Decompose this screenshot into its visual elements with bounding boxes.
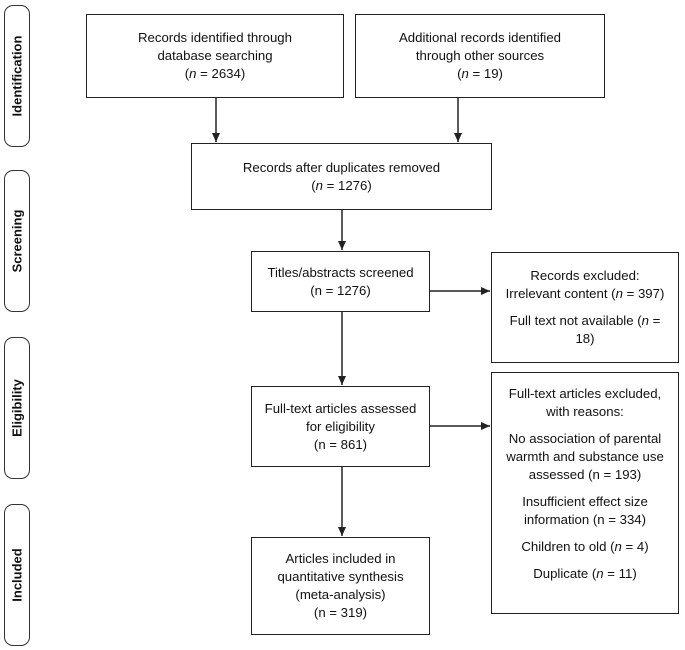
records-excluded-fulltext-count: 18) [575, 331, 595, 346]
fulltext-excluded-reason1-l2: warmth and substance use [506, 449, 664, 464]
fulltext-excluded-reason1-l1: No association of parental [508, 431, 662, 446]
fulltext-excluded-title2: with reasons: [546, 404, 624, 419]
phase-screening: Screening [4, 170, 30, 312]
fulltext-excluded-title1: Full-text articles excluded, [508, 386, 662, 401]
duplicates-removed-count: (n = 1276) [311, 177, 372, 193]
other-sources-line1: Additional records identified [398, 30, 561, 45]
duplicates-removed-line1: Records after duplicates removed [242, 159, 441, 175]
included-line1: Articles included in [285, 551, 396, 566]
phase-eligibility: Eligibility [4, 337, 30, 479]
db-search-count: (n = 2634) [184, 66, 246, 81]
fulltext-assessed-count: (n = 861) [313, 436, 368, 452]
fulltext-excluded-reason2-l1: Insufficient effect size [522, 494, 648, 509]
screened-count: (n = 1276) [310, 282, 371, 298]
box-titles-screened: Titles/abstracts screened (n = 1276) [251, 251, 430, 312]
fulltext-assessed-line1: Full-text articles assessed [264, 400, 417, 416]
other-sources-count: (n = 19) [457, 66, 503, 81]
included-line3: (meta-analysis) [295, 587, 386, 602]
box-fulltext-excluded: Full-text articles excluded, with reason… [491, 372, 679, 614]
included-line2: quantitative synthesis [277, 569, 404, 584]
fulltext-excluded-reason4: Duplicate (n = 11) [533, 566, 637, 581]
screened-line1: Titles/abstracts screened [267, 264, 414, 280]
records-excluded-fulltext: Full text not available (n = [509, 313, 661, 328]
records-excluded-irrelevant: Irrelevant content (n = 397) [505, 286, 665, 301]
box-duplicates-removed: Records after duplicates removed (n = 12… [191, 143, 492, 210]
db-search-line1: Records identified through [138, 30, 292, 45]
fulltext-excluded-reason2-l2: information (n = 334) [523, 512, 647, 527]
records-excluded-title: Records excluded: [530, 268, 640, 283]
box-fulltext-assessed: Full-text articles assessed for eligibil… [251, 386, 430, 467]
other-sources-line2: through other sources [415, 48, 545, 63]
box-included: Articles included in quantitative synthe… [251, 537, 430, 635]
included-count: (n = 319) [313, 605, 368, 620]
box-other-sources: Additional records identified through ot… [355, 14, 605, 98]
phase-included: Included [4, 504, 30, 646]
fulltext-assessed-line2: for eligibility [306, 418, 375, 434]
fulltext-excluded-reason1-l3: assessed (n = 193) [528, 467, 642, 482]
fulltext-excluded-reason3: Children to old (n = 4) [521, 539, 649, 554]
db-search-line2: database searching [157, 48, 273, 63]
box-database-search: Records identified through database sear… [86, 14, 344, 98]
box-records-excluded: Records excluded: Irrelevant content (n … [491, 252, 679, 363]
phase-identification: Identification [4, 5, 30, 147]
